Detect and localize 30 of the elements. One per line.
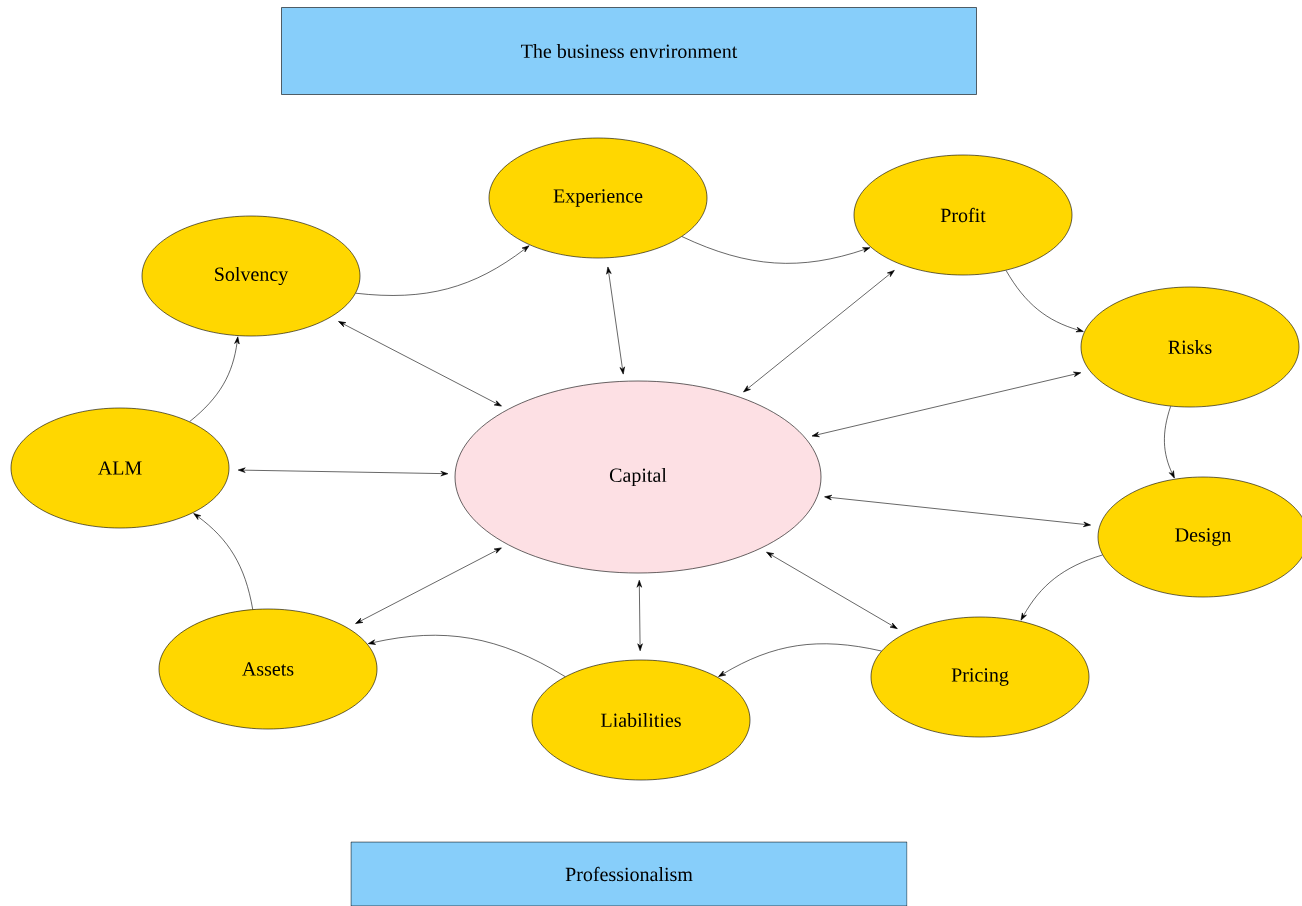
- arrow: [811, 371, 1082, 437]
- arrow: [766, 551, 898, 629]
- arrow: [355, 547, 502, 624]
- ellipse-node: Solvency: [141, 215, 361, 337]
- ellipse-node: Design: [1097, 476, 1302, 598]
- ellipse-node: Experience: [488, 137, 708, 259]
- arrow: [606, 266, 625, 375]
- ellipse-node: Risks: [1080, 286, 1300, 408]
- heading-box: Professionalism: [350, 841, 908, 906]
- arrow: [636, 579, 643, 652]
- ellipse-node: Profit: [853, 154, 1073, 276]
- ellipse-node: Capital: [454, 380, 822, 574]
- arrow: [367, 635, 566, 677]
- arrow: [338, 321, 502, 407]
- ellipse-node: Pricing: [870, 616, 1090, 738]
- arrow: [355, 245, 530, 296]
- arrow: [743, 270, 895, 393]
- arrow: [1164, 406, 1175, 479]
- arrow: [237, 467, 449, 477]
- heading-box: The business envrironment: [281, 7, 977, 95]
- arrow: [1020, 554, 1103, 621]
- arrow: [189, 336, 240, 422]
- arrow: [718, 643, 882, 677]
- arrow: [824, 494, 1091, 527]
- arrow: [193, 513, 253, 610]
- ellipse-node: ALM: [10, 407, 230, 529]
- ellipse-node: Assets: [158, 608, 378, 730]
- arrow: [1005, 270, 1084, 333]
- arrow: [681, 236, 871, 264]
- ellipse-node: Liabilities: [531, 659, 751, 781]
